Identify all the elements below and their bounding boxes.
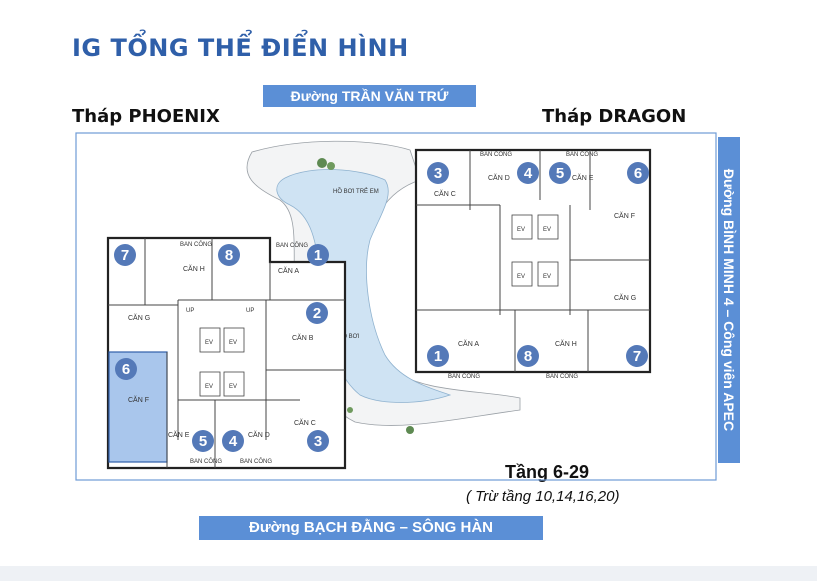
phoenix-lift-label: EV bbox=[229, 384, 237, 390]
unit-badge bbox=[427, 162, 449, 184]
phoenix-apt-name: CĂN B bbox=[292, 333, 314, 342]
kids-pool-label: HỒ BƠI TRẺ EM bbox=[333, 188, 379, 195]
dragon-lift-label: EV bbox=[543, 274, 551, 280]
dragon-apt-name: CĂN E bbox=[572, 173, 594, 182]
unit-badge bbox=[627, 162, 649, 184]
unit-number: 3 bbox=[314, 433, 322, 450]
phoenix-stair-label: UP bbox=[186, 308, 194, 314]
tree-icon bbox=[406, 426, 414, 434]
phoenix-apt-name: CĂN E bbox=[168, 430, 190, 439]
unit-badge bbox=[222, 430, 244, 452]
dragon-apt-name: CĂN A bbox=[458, 339, 479, 348]
dragon-badges: 3 4 5 6 1 8 7 bbox=[427, 162, 649, 367]
floor-note: ( Trừ tầng 10,14,16,20) bbox=[466, 488, 620, 505]
unit-number: 4 bbox=[524, 165, 533, 182]
tower-dragon-label: Tháp DRAGON bbox=[542, 106, 687, 127]
phoenix-stair-label: UP bbox=[246, 308, 254, 314]
phoenix-balcony-label: BAN CÔNG bbox=[190, 458, 222, 465]
site-boundary bbox=[75, 132, 717, 481]
unit-number: 5 bbox=[556, 165, 564, 182]
unit-number: 4 bbox=[229, 433, 238, 450]
dragon-balcony-label: BAN CÔNG bbox=[566, 151, 598, 158]
unit-badge bbox=[517, 345, 539, 367]
unit-badge bbox=[517, 162, 539, 184]
floor-label: Tầng 6-29 bbox=[505, 462, 590, 482]
unit-number: 6 bbox=[634, 165, 642, 182]
unit-badge bbox=[306, 302, 328, 324]
dragon-apt-name: CĂN H bbox=[555, 339, 577, 348]
unit-number: 5 bbox=[199, 433, 207, 450]
tower-phoenix-label: Tháp PHOENIX bbox=[72, 106, 220, 127]
phoenix-apt-name: CĂN D bbox=[248, 430, 270, 439]
unit-badge bbox=[427, 345, 449, 367]
phoenix-apt-name: CĂN A bbox=[278, 266, 299, 275]
tree-icon bbox=[317, 158, 327, 168]
phoenix-lift-label: EV bbox=[205, 340, 213, 346]
unit-badge bbox=[626, 345, 648, 367]
unit-badge bbox=[115, 358, 137, 380]
unit-number: 7 bbox=[633, 348, 641, 365]
phoenix-apt-name: CĂN C bbox=[294, 418, 316, 427]
unit-badge bbox=[549, 162, 571, 184]
page-title: IG TỔNG THỂ ĐIỂN HÌNH bbox=[72, 34, 409, 62]
phoenix-tower: EV EV EV EV UP UP BAN CÔNG BAN CÔNG BAN … bbox=[106, 236, 347, 470]
dragon-outline bbox=[414, 148, 652, 374]
unit-badge bbox=[218, 244, 240, 266]
dragon-balcony-label: BAN CÔNG bbox=[480, 151, 512, 158]
phoenix-badges: 7 8 1 2 3 4 5 6 bbox=[114, 244, 329, 452]
tree-icon bbox=[327, 162, 335, 170]
dragon-balcony-label: BAN CÔNG bbox=[546, 373, 578, 380]
unit-number: 7 bbox=[121, 247, 129, 264]
dragon-apt-name: CĂN F bbox=[614, 211, 635, 220]
phoenix-balcony-label: BAN CÔNG bbox=[180, 241, 212, 248]
road-top-label: Đường TRẦN VĂN TRỨ bbox=[263, 85, 476, 107]
dragon-apt-name: CĂN C bbox=[434, 189, 456, 198]
unit-badge bbox=[307, 244, 329, 266]
dragon-lift-label: EV bbox=[543, 227, 551, 233]
road-right-banner: Đường BÌNH MINH 4 – Công viên APEC bbox=[718, 137, 740, 463]
road-bottom-label: Đường BẠCH ĐẰNG – SÔNG HÀN bbox=[199, 516, 543, 540]
unit-number: 8 bbox=[524, 348, 532, 365]
unit-badge bbox=[307, 430, 329, 452]
unit-badge bbox=[192, 430, 214, 452]
unit-number: 8 bbox=[225, 247, 233, 264]
pool-water bbox=[276, 169, 452, 403]
unit-number: 3 bbox=[434, 165, 442, 182]
dragon-apt-name: CĂN G bbox=[614, 293, 636, 302]
unit-badge bbox=[114, 244, 136, 266]
phoenix-apt-name: CĂN F bbox=[128, 395, 149, 404]
unit-number: 6 bbox=[122, 361, 130, 378]
phoenix-apt-name: CĂN H bbox=[183, 264, 205, 273]
phoenix-lift-label: EV bbox=[205, 384, 213, 390]
dragon-apt-name: CĂN D bbox=[488, 173, 510, 182]
phoenix-apt-name: CĂN G bbox=[128, 313, 150, 322]
dragon-lift-label: EV bbox=[517, 227, 525, 233]
phoenix-balcony-label: BAN CÔNG bbox=[240, 458, 272, 465]
phoenix-balcony-label: BAN CÔNG bbox=[276, 242, 308, 249]
unit-number: 1 bbox=[434, 348, 442, 365]
tree-icon bbox=[347, 407, 353, 413]
phoenix-lift-label: EV bbox=[229, 340, 237, 346]
bottom-strip bbox=[0, 566, 817, 581]
dragon-lift-label: EV bbox=[517, 274, 525, 280]
main-pool-label: HỒ BƠI bbox=[338, 333, 360, 340]
unit-number: 1 bbox=[314, 247, 322, 264]
unit-number: 2 bbox=[313, 305, 321, 322]
dragon-balcony-label: BAN CÔNG bbox=[448, 373, 480, 380]
dragon-tower: EV EV EV EV BAN CÔNG BAN CÔNG BAN CÔNG B… bbox=[414, 148, 652, 380]
